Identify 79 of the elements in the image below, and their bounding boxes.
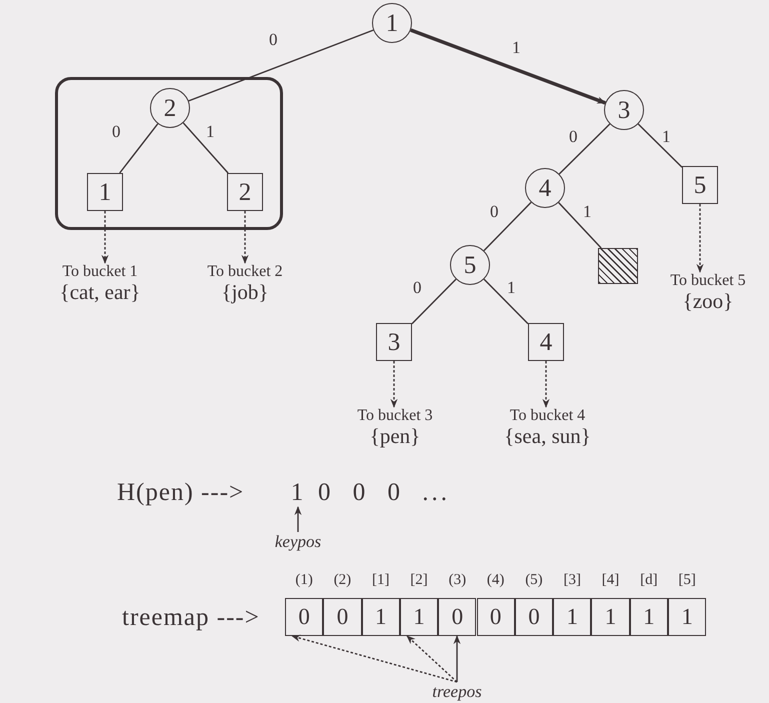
tree-branch xyxy=(484,278,528,324)
column-header: (3) xyxy=(448,573,468,588)
tree-node-circle: 5 xyxy=(450,245,490,285)
edge-label: 1 xyxy=(662,128,670,145)
bucket-contents: {cat, ear} xyxy=(58,280,142,304)
bit-cell: 0 xyxy=(285,598,324,636)
row-label: H(pen) ---> xyxy=(117,480,244,505)
edge-label: 1 xyxy=(583,203,592,220)
tree-branch xyxy=(483,202,532,252)
column-header: (1) xyxy=(294,573,314,588)
row-label: treemap ---> xyxy=(122,605,260,630)
dotted-arrow xyxy=(241,211,249,264)
dotted-arrow xyxy=(291,634,458,683)
leaf-square: 4 xyxy=(528,323,564,361)
tree-branch xyxy=(412,278,456,324)
bit-cell: 1 xyxy=(668,598,706,636)
bucket-contents: {job} xyxy=(220,280,270,304)
bucket-contents: {sea, sun} xyxy=(503,424,592,448)
hatched-square xyxy=(598,248,638,284)
leaf-square: 1 xyxy=(87,173,123,211)
column-header: [3] xyxy=(562,573,582,588)
edge-label: 1 xyxy=(512,39,520,56)
dotted-arrow xyxy=(101,211,109,264)
dotted-arrow xyxy=(542,361,550,408)
arrow xyxy=(410,28,606,105)
bit-cell: 1 xyxy=(553,598,592,636)
column-header: (2) xyxy=(332,573,352,588)
bit-cell: 0 xyxy=(514,598,554,636)
bit-cell: 0 xyxy=(323,598,362,636)
leaf-square: 2 xyxy=(227,173,263,211)
bit-cell: 0 xyxy=(476,598,515,636)
bit-cell: 0 xyxy=(438,598,476,636)
dotted-arrow xyxy=(406,635,458,683)
tree-node-circle: 2 xyxy=(150,88,190,128)
bit-cell: 1 xyxy=(400,598,438,636)
tree-node-circle: 1 xyxy=(372,3,412,43)
arrow xyxy=(294,506,302,532)
tree-branch xyxy=(182,122,229,174)
bit-sequence: 0 0 0 ... xyxy=(318,480,450,505)
tree-branch xyxy=(558,202,602,248)
bucket-label: To bucket 5 xyxy=(669,272,747,290)
edge-label: 1 xyxy=(507,279,516,296)
tree-node-circle: 4 xyxy=(525,168,565,208)
column-header: (5) xyxy=(524,573,544,588)
bit-cell: 1 xyxy=(630,598,668,636)
edge-label: 0 xyxy=(269,31,278,48)
column-header: (4) xyxy=(486,573,506,588)
edge-label: 0 xyxy=(112,123,120,140)
column-header: [4] xyxy=(600,573,620,588)
leaf-square: 5 xyxy=(682,166,718,204)
bucket-label: To bucket 3 xyxy=(356,407,434,425)
pointer-label: treepos xyxy=(425,682,489,702)
tree-branch xyxy=(558,124,610,174)
tree-branch xyxy=(638,124,682,168)
bit-cell: 1 xyxy=(591,598,630,636)
hash-bit: 1 xyxy=(288,479,306,507)
tree-branch xyxy=(119,123,158,174)
edge-label: 0 xyxy=(413,279,422,296)
edge-label: 0 xyxy=(569,128,578,145)
bucket-contents: {zoo} xyxy=(682,290,734,313)
dotted-arrow xyxy=(696,204,704,273)
bucket-label: To bucket 1 xyxy=(61,263,139,281)
bucket-label: To bucket 4 xyxy=(508,407,586,425)
tree-node-circle: 3 xyxy=(604,90,644,130)
column-header: [5] xyxy=(677,573,697,588)
column-header: [2] xyxy=(409,573,429,588)
group-frame xyxy=(55,77,283,230)
bucket-label: To bucket 2 xyxy=(206,263,284,281)
bit-cell: 1 xyxy=(362,598,400,636)
tree-branch xyxy=(188,30,374,102)
edge-label: 0 xyxy=(490,203,498,220)
column-header: [1] xyxy=(371,573,390,588)
leaf-square: 3 xyxy=(376,323,412,361)
bucket-contents: {pen} xyxy=(368,424,422,448)
arrow xyxy=(453,635,461,682)
dotted-arrow xyxy=(390,361,398,408)
column-header: [d] xyxy=(639,573,659,588)
pointer-label: keypos xyxy=(268,532,328,552)
edge-label: 1 xyxy=(206,123,214,140)
